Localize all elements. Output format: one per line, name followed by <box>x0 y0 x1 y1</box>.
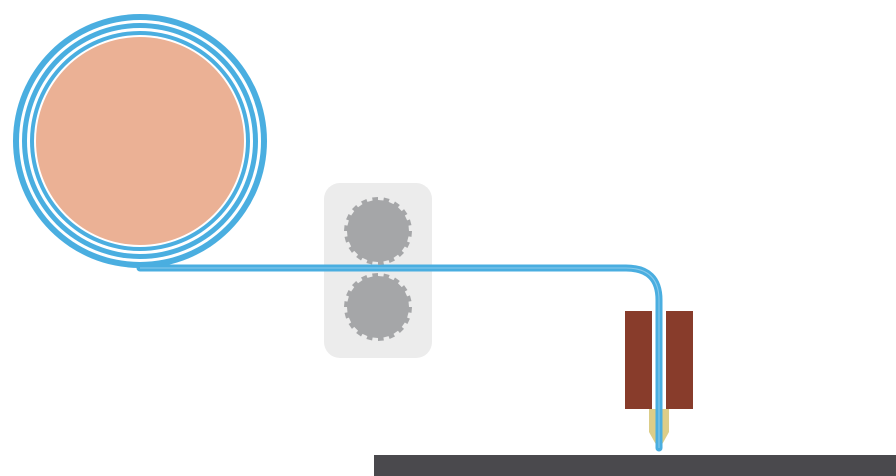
filament-strand-highlight <box>140 267 660 448</box>
print-bed <box>374 455 896 476</box>
feeder-drive-gears <box>344 197 412 341</box>
heater-block-left <box>625 311 652 409</box>
spool-icon <box>13 14 267 268</box>
gear-icon-bottom <box>344 273 412 341</box>
filament-strand <box>136 264 663 452</box>
gear-icon-top <box>344 197 412 265</box>
spool-core <box>36 37 244 245</box>
heater-block <box>625 311 693 409</box>
heater-block-right <box>666 311 693 409</box>
